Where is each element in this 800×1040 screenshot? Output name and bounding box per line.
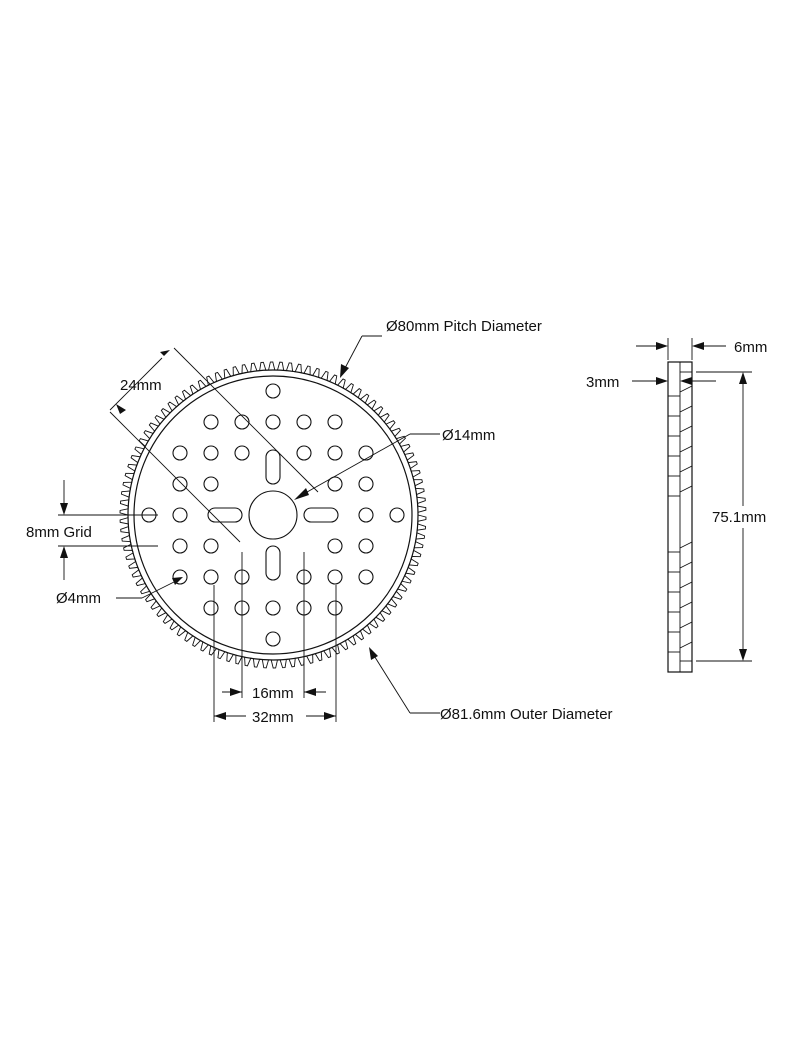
grid-hole (358, 507, 374, 523)
slot-top (265, 449, 281, 485)
bore-diameter-label: Ø14mm (442, 427, 495, 444)
grid-hole (172, 507, 188, 523)
side-tooth-mark (679, 445, 693, 453)
grid-hole (203, 600, 219, 616)
thickness-hub-dimension: 3mm (586, 374, 716, 391)
hole-diameter-label: Ø4mm (56, 590, 101, 607)
slot-right (303, 507, 339, 523)
side-tooth-mark (679, 621, 693, 629)
side-height-dimension: 75.1mm (696, 371, 766, 662)
side-tooth-marks (668, 385, 693, 653)
grid-hole (234, 414, 250, 430)
gear-front-view (119, 361, 427, 669)
spacing-dimensions: 16mm 32mm (213, 552, 337, 726)
grid-hole (327, 600, 343, 616)
grid-hole (265, 631, 281, 647)
grid-hole (203, 538, 219, 554)
grid-hole (203, 569, 219, 585)
grid-hole (265, 383, 281, 399)
thickness-total-label: 6mm (734, 339, 767, 356)
outer-diameter-dimension: Ø81.6mm Outer Diameter (369, 647, 613, 723)
grid-hole (265, 600, 281, 616)
grid-hole (327, 445, 343, 461)
grid-hole (327, 538, 343, 554)
thickness-hub-label: 3mm (586, 374, 619, 391)
pitch-diameter-label: Ø80mm Pitch Diameter (386, 318, 542, 335)
grid-hole (358, 445, 374, 461)
grid-hole (296, 414, 312, 430)
outer-diameter-label: Ø81.6mm Outer Diameter (440, 706, 613, 723)
grid-hole (327, 569, 343, 585)
side-tooth-mark (679, 405, 693, 413)
grid-hole (327, 414, 343, 430)
slot-bottom (265, 545, 281, 581)
center-slots (207, 449, 339, 581)
spacing-16-label: 16mm (252, 685, 294, 702)
side-tooth-mark (679, 485, 693, 493)
grid-hole (203, 476, 219, 492)
slot-spacing-dimension: 24mm (109, 347, 319, 543)
grid-hole (172, 445, 188, 461)
grid-dimension: 8mm Grid (26, 480, 158, 580)
grid-label: 8mm Grid (26, 524, 92, 541)
spacing-32-label: 32mm (252, 709, 294, 726)
side-tooth-mark (679, 465, 693, 473)
grid-hole (389, 507, 405, 523)
slot-spacing-label: 24mm (120, 377, 162, 394)
side-tooth-mark (679, 541, 693, 549)
grid-hole (327, 476, 343, 492)
thickness-total-dimension: 6mm (636, 338, 767, 360)
grid-hole (296, 445, 312, 461)
grid-hole (203, 414, 219, 430)
side-tooth-mark (679, 601, 693, 609)
grid-hole (203, 445, 219, 461)
side-tooth-mark (679, 425, 693, 433)
side-tooth-mark (679, 641, 693, 649)
side-height-label: 75.1mm (712, 509, 766, 526)
grid-hole (358, 476, 374, 492)
pitch-diameter-dimension: Ø80mm Pitch Diameter (340, 318, 542, 378)
hole-diameter-dimension: Ø4mm (56, 577, 183, 607)
grid-hole (172, 538, 188, 554)
grid-hole (172, 476, 188, 492)
hole-grid (141, 383, 405, 647)
center-bore (248, 490, 298, 540)
bore-diameter-dimension: Ø14mm (294, 427, 495, 500)
side-tooth-mark (679, 385, 693, 393)
gear-side-view (667, 361, 693, 673)
side-tooth-mark (679, 581, 693, 589)
grid-hole (265, 414, 281, 430)
grid-hole (358, 569, 374, 585)
grid-hole (358, 538, 374, 554)
side-tooth-mark (679, 561, 693, 569)
grid-hole (234, 445, 250, 461)
